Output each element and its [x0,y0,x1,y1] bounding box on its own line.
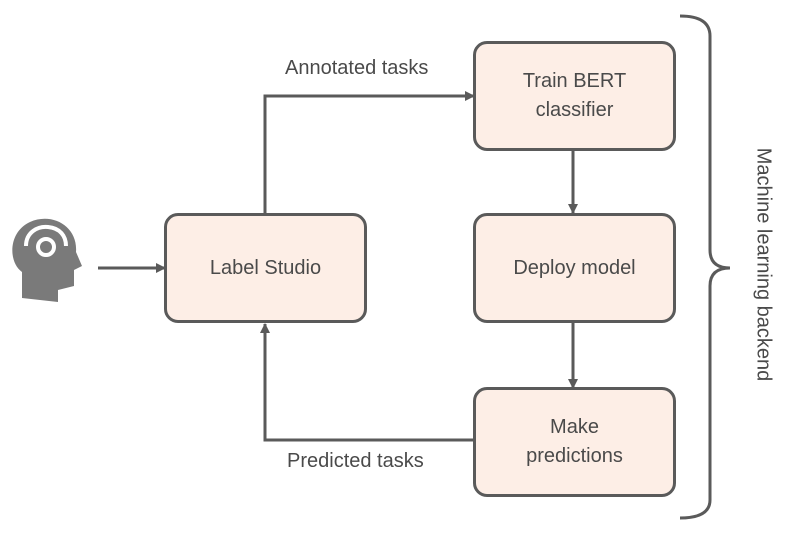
deploy-model-box: Deploy model [473,213,676,323]
label-studio-box: Label Studio [164,213,367,323]
make-predictions-label: Make predictions [526,416,623,467]
train-bert-box: Train BERT classifier [473,41,676,151]
arrow-predicted-tasks [260,323,474,442]
train-bert-label: Train BERT classifier [522,70,627,121]
annotated-tasks-label: Annotated tasks [285,57,429,79]
make-predictions-box: Make predictions [473,387,676,497]
arrow-annotated-tasks [263,91,475,213]
predicted-tasks-label: Predicted tasks [287,450,424,472]
group-brace [679,14,731,520]
human-head-icon [12,218,82,302]
machine-learning-backend-label: Machine learning backend [752,147,775,382]
